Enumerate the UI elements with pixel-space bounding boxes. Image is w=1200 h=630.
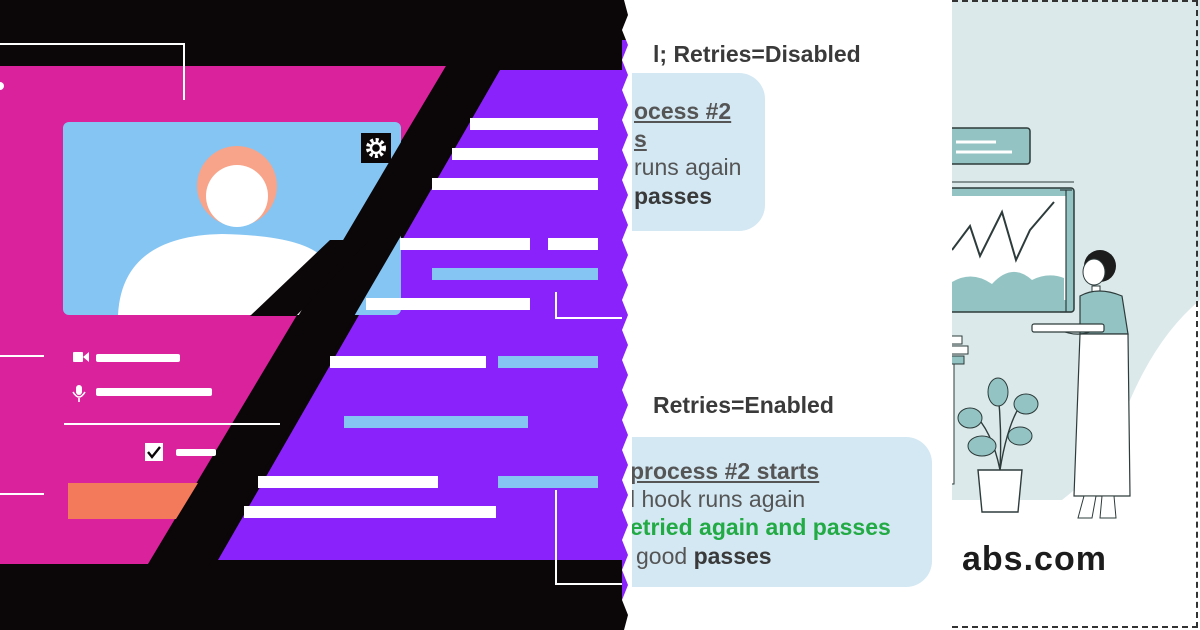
bubble2-line1: process #2 starts [632, 458, 820, 484]
checkbox-icon[interactable] [145, 443, 163, 461]
area-chart-icon [952, 271, 1064, 300]
books-icon [952, 335, 969, 365]
diagonal-divider [148, 66, 500, 570]
video-call-illustration [0, 0, 632, 630]
retries-doc-panel: l; Retries=Disabled ocess #2 s runs agai… [632, 0, 952, 630]
section-heading-enabled: Retries=Enabled [653, 392, 834, 418]
tablet-icon [1031, 323, 1105, 333]
connector-line-mid [555, 292, 632, 319]
video-camera-icon[interactable] [73, 352, 89, 362]
background-blob [952, 0, 1200, 500]
purple-code-panel [218, 70, 632, 560]
camera-setting-bar [96, 354, 180, 362]
bubble1-line1: ocess #2 [634, 98, 732, 124]
bubble1-line4: passes [634, 183, 713, 209]
code-lines [244, 118, 598, 518]
bubble2-line3: etried again and passes [632, 514, 891, 540]
section-heading-disabled: l; Retries=Disabled [653, 41, 861, 67]
floating-card [952, 127, 1031, 165]
microphone-icon[interactable] [72, 385, 86, 402]
connector-line-bottom [555, 490, 632, 585]
bubble2-line2: l hook runs again [632, 486, 806, 512]
bubble-disabled [632, 73, 765, 231]
bubble1-line2: s [634, 126, 647, 152]
bubble-enabled [632, 437, 932, 587]
bubble2-line4-plain: good [636, 543, 694, 569]
connector-line-top [0, 43, 185, 100]
analytics-illustration-panel [952, 0, 1200, 630]
mic-setting-bar [96, 388, 212, 396]
bubble1-line3: runs again [634, 154, 742, 180]
analyst-illustration [952, 0, 1200, 519]
torn-edge [622, 0, 632, 630]
connector-dot [0, 82, 4, 90]
gear-icon[interactable] [361, 133, 391, 163]
bubble2-line4-bold: passes [693, 543, 772, 569]
checkbox-label-bar [176, 449, 216, 456]
line-chart-icon [952, 201, 1055, 263]
brand-domain-text: abs.com [962, 540, 1107, 578]
bubble2-line4: good passes [636, 543, 772, 570]
plant-icon [957, 377, 1039, 513]
hero-illustration-panel [0, 0, 632, 630]
woman-figure [1031, 250, 1131, 519]
join-button[interactable] [68, 483, 198, 519]
